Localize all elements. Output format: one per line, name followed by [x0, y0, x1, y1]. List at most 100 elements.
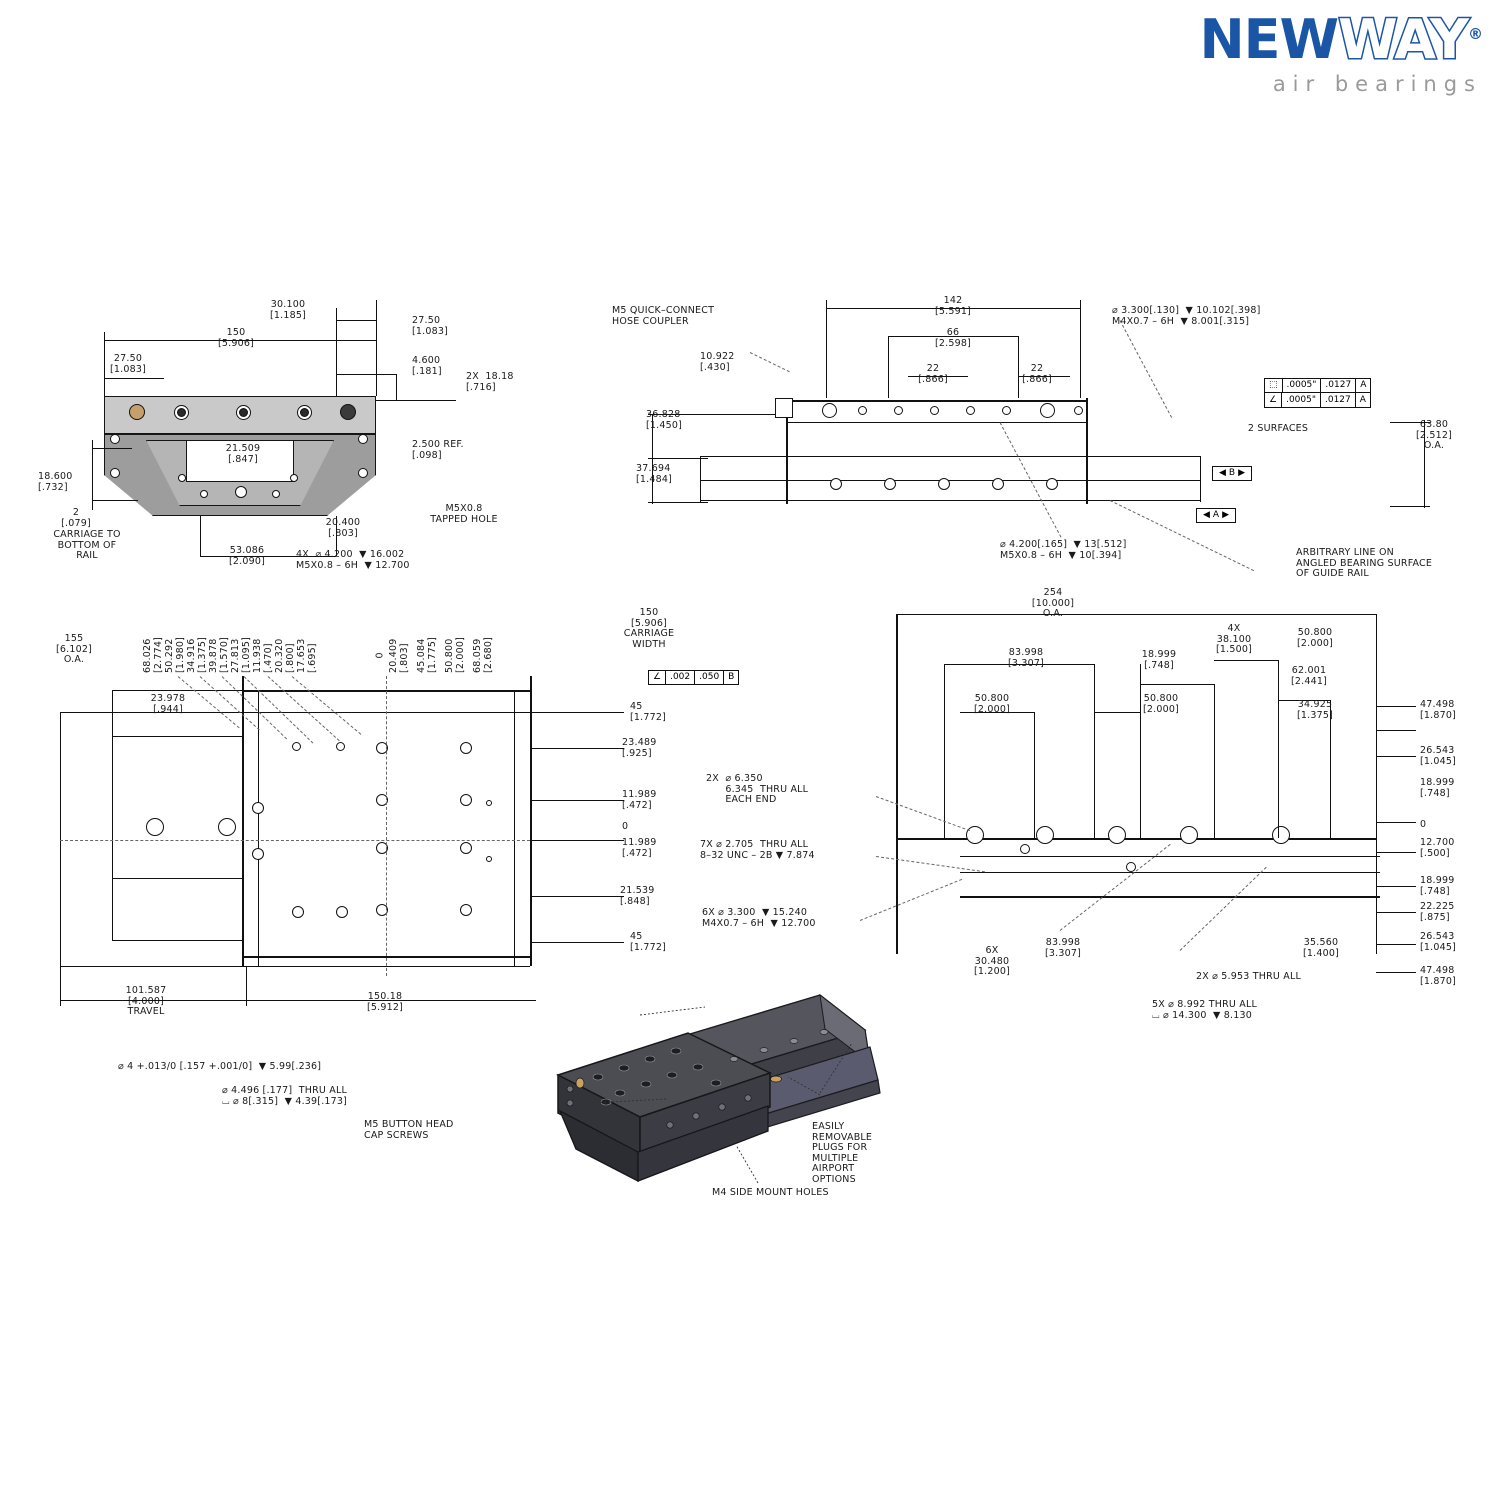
dim-label: 34.925 [1.375]: [1296, 699, 1333, 721]
dim-label-vertical: 20.409 [.803]: [388, 638, 410, 673]
iso-callout-side-mount: M4 SIDE MOUNT HOLES: [712, 1187, 829, 1198]
hole-icon: [376, 742, 388, 754]
dim-label-vertical: 45.084 [1.775]: [416, 636, 438, 673]
hole-icon: [292, 906, 304, 918]
dim-label: 36.828 [1.450]: [646, 409, 683, 431]
gdt-datum: B: [728, 672, 735, 682]
dim-label: 18.999 [.748]: [1420, 875, 1455, 897]
carriage-width-note: 150 [5.906] CARRIAGE WIDTH: [623, 607, 675, 650]
gdt-symbol-angularity: ∠: [1265, 393, 1283, 407]
dim-label: 142 [5.591]: [934, 295, 971, 317]
screw-socket-icon: [177, 408, 186, 417]
dim-label: 0: [622, 821, 629, 832]
datum-feature-b: ◀B▶: [1212, 466, 1253, 481]
dim-label: 11.989 [.472]: [622, 789, 657, 811]
dim-label: 155 [6.102] O.A.: [55, 633, 92, 665]
gdt-tol2: .050: [695, 671, 725, 684]
gdt-frame: ∠ .002 .050 B: [648, 670, 740, 685]
dim-label: 50.800 [2.000]: [1296, 627, 1333, 649]
datum-feature-a: ◀A▶: [1196, 508, 1237, 523]
dim-label-vertical: 20.320 [.800]: [274, 638, 296, 673]
tapped-hole-icon: [290, 474, 298, 482]
hole-icon: [1020, 844, 1030, 854]
hole-icon: [486, 856, 492, 862]
gdt-symbol-angularity: ∠: [649, 671, 667, 684]
callout-label: 2X ⌀ 6.350 6.345 THRU ALL EACH END: [706, 773, 809, 805]
callout-label: 7X ⌀ 2.705 THRU ALL 8–32 UNC – 2B ▼ 7.87…: [700, 839, 815, 861]
hole-icon: [486, 800, 492, 806]
screw-socket-icon: [239, 408, 248, 417]
dim-label-vertical: 17.653 [.695]: [296, 638, 318, 673]
dim-label: 21.509 [.847]: [225, 443, 261, 465]
hole-icon: [992, 478, 1004, 490]
dim-label: 12.700 [.500]: [1420, 837, 1455, 859]
hole-icon: [292, 742, 301, 751]
dim-label: 53.086 [2.090]: [228, 545, 265, 567]
hole-icon: [376, 794, 388, 806]
logo-tagline: air bearings: [1272, 72, 1482, 96]
tapped-hole-icon: [200, 490, 208, 498]
dim-label: 83.998 [3.307]: [1044, 937, 1081, 959]
port-hole-icon: [340, 404, 356, 420]
hole-icon: [1046, 478, 1058, 490]
dim-label: 83.998 [3.307]: [1007, 647, 1044, 669]
hole-icon: [376, 842, 388, 854]
datum-target-icon: [218, 818, 236, 836]
hole-icon: [336, 906, 348, 918]
dim-label: 35.560 [1.400]: [1302, 937, 1339, 959]
dim-label: 22 [.866]: [918, 363, 948, 385]
center-hole-icon: [235, 486, 247, 498]
dim-label: 45 [1.772]: [630, 701, 667, 723]
dim-label-vertical: 50.292 [1.980]: [164, 636, 186, 673]
dim-label: 22 [.866]: [1022, 363, 1052, 385]
dim-label: 101.587 [4.000] TRAVEL: [125, 985, 167, 1017]
dowel-hole-icon: [358, 468, 368, 478]
hole-icon: [966, 826, 984, 844]
dim-label: 50.800 [2.000]: [973, 693, 1010, 715]
callout-label: 2X ⌀ 5.953 THRU ALL: [1196, 971, 1301, 982]
hole-icon: [252, 802, 264, 814]
dim-label: 37.694 [1.484]: [636, 463, 673, 485]
hole-icon: [460, 794, 472, 806]
hole-icon: [830, 478, 842, 490]
gdt-datum: A: [1360, 380, 1367, 391]
dim-label: 10.922 [.430]: [700, 351, 735, 373]
dim-label: 27.50 [1.083]: [109, 353, 146, 375]
registered-mark-icon: ®: [1468, 25, 1483, 43]
note-label: CARRIAGE TO BOTTOM OF RAIL: [53, 529, 121, 561]
dim-label: 11.989 [.472]: [622, 837, 657, 859]
dowel-hole-icon: [110, 468, 120, 478]
callout-label: ⌀ 4.200[.165] ▼ 13[.512] M5X0.8 – 6H ▼ 1…: [1000, 539, 1127, 561]
dim-label: 2X 18.18 [.716]: [466, 371, 514, 393]
dim-label: 18.999 [.748]: [1141, 649, 1177, 671]
dim-label: 30.100 [1.185]: [269, 299, 306, 321]
isometric-model-svg: [556, 993, 881, 1184]
hole-icon: [336, 742, 345, 751]
datum-letter: A: [1212, 510, 1220, 520]
newway-logo: NEWWAY® air bearings: [1082, 4, 1483, 100]
dim-label: 45 [1.772]: [630, 931, 667, 953]
gdt-tol: .002: [666, 671, 696, 684]
counterbore-icon: [129, 404, 145, 420]
hole-icon: [252, 848, 264, 860]
dim-label-vertical: 50.800 [2.000]: [444, 636, 466, 673]
hole-icon: [884, 478, 896, 490]
dim-label: 150 [5.906]: [217, 327, 254, 349]
dim-label-vertical: 11.938 [.470]: [252, 638, 274, 673]
dim-label: 21.539 [.848]: [620, 885, 655, 907]
callout-label: ⌀ 4.496 [.177] THRU ALL ⌴ ⌀ 8[.315] ▼ 4.…: [222, 1085, 348, 1107]
hole-icon: [1180, 826, 1198, 844]
dim-label: 254 [10.000] O.A.: [1031, 587, 1075, 619]
gdt-tol2: .0127: [1321, 393, 1356, 407]
logo-word-new: NEW: [1199, 8, 1339, 71]
dim-label: 2.500 REF. [.098]: [412, 439, 464, 461]
note-label: 2 SURFACES: [1247, 423, 1309, 434]
hole-icon: [1272, 826, 1290, 844]
dim-label: 20.400 [.803]: [325, 517, 361, 539]
callout-label: ⌀ 4 +.013/0 [.157 +.001/0] ▼ 5.99[.236]: [118, 1061, 322, 1072]
dowel-hole-icon: [358, 434, 368, 444]
hole-icon: [460, 742, 472, 754]
hole-icon: [1108, 826, 1126, 844]
gdt-tol: .0005": [1282, 393, 1321, 407]
dim-label: 18.999 [.748]: [1420, 777, 1455, 799]
